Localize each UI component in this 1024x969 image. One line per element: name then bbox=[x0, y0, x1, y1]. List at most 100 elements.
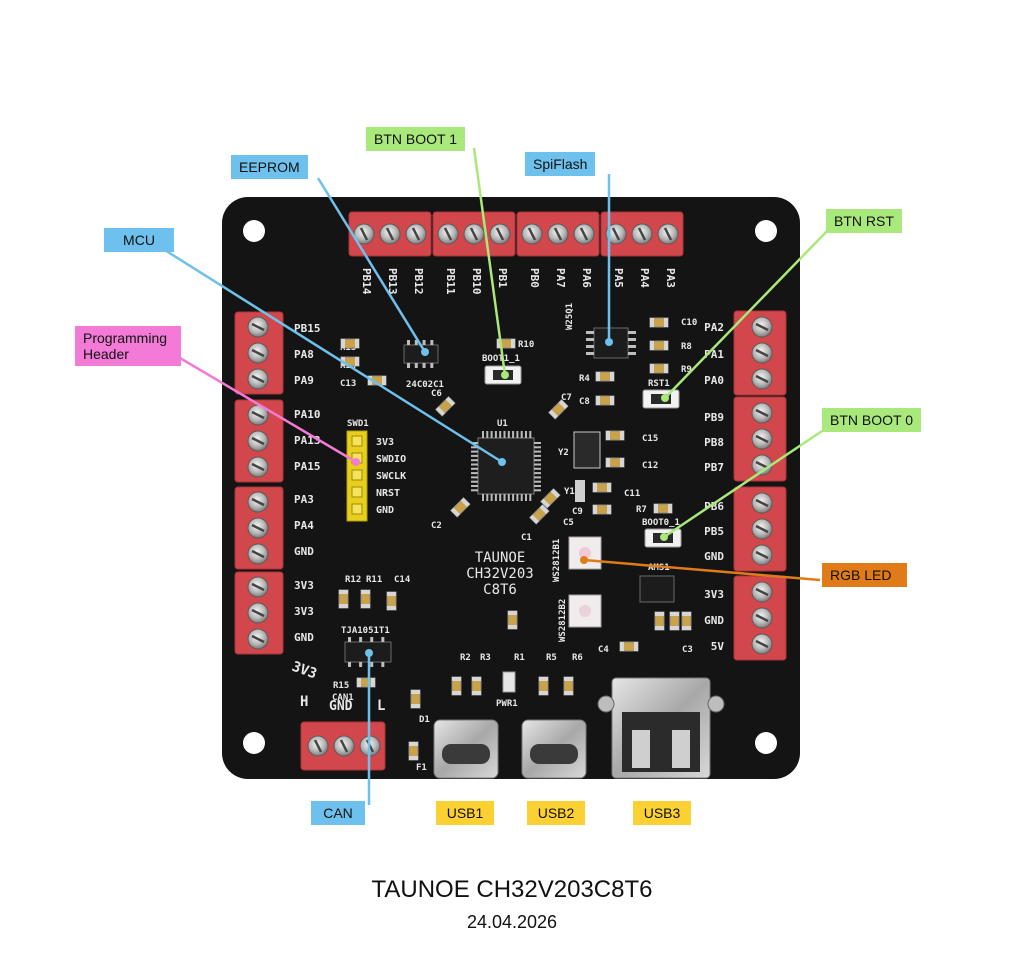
pwr-label: PWR1 bbox=[496, 699, 518, 709]
callout-rgb-led: RGB LED bbox=[822, 563, 907, 587]
passive-component bbox=[595, 371, 615, 382]
passive-cap bbox=[452, 677, 461, 681]
ams-regulator bbox=[639, 575, 675, 603]
screw-slot bbox=[755, 374, 769, 384]
chip-pin bbox=[414, 340, 418, 345]
passive-cap bbox=[682, 612, 691, 616]
swd-label: NRST bbox=[376, 488, 400, 499]
pin-label-left: PA8 bbox=[294, 348, 314, 361]
passive-cap bbox=[411, 704, 420, 708]
screw-slot bbox=[251, 462, 265, 472]
screw-slot bbox=[251, 436, 265, 446]
passive-cap bbox=[650, 318, 654, 327]
passive-cap bbox=[610, 396, 614, 405]
mcu-pin bbox=[471, 454, 478, 457]
leader-btn-boot0 bbox=[663, 429, 823, 539]
screw-slot bbox=[251, 608, 265, 618]
board-chip-name: TAUNOE bbox=[475, 550, 526, 566]
passive-cap bbox=[355, 339, 359, 348]
chip-pin bbox=[359, 637, 363, 642]
passive-cap bbox=[593, 505, 597, 514]
components bbox=[338, 317, 725, 779]
screw-slot bbox=[385, 227, 395, 241]
mcu-pin bbox=[534, 480, 541, 483]
passive-cap bbox=[668, 504, 672, 513]
passive-component bbox=[605, 457, 625, 468]
usb-c-port bbox=[530, 744, 578, 764]
mcu-pin bbox=[520, 494, 523, 501]
passive-component bbox=[592, 482, 612, 493]
swd-label: GND bbox=[376, 505, 394, 516]
component-ref: R12 bbox=[345, 575, 361, 585]
passive-cap bbox=[339, 604, 348, 608]
mcu-pin bbox=[499, 431, 502, 438]
component-ref: C3 bbox=[682, 645, 693, 655]
chip-pin bbox=[628, 331, 636, 334]
pin-label-top: PB13 bbox=[386, 268, 399, 295]
passive-cap bbox=[341, 339, 345, 348]
passive-component bbox=[360, 589, 371, 609]
passive-cap bbox=[387, 606, 396, 610]
passive-cap bbox=[655, 612, 664, 616]
screw-slot bbox=[579, 227, 589, 241]
screw-slot bbox=[251, 410, 265, 420]
pin-label-left: PA9 bbox=[294, 374, 314, 387]
footer-date: 24.04.2026 bbox=[466, 912, 558, 932]
passive-component bbox=[538, 676, 549, 696]
mcu-pin bbox=[534, 446, 541, 449]
usb-c-port bbox=[442, 744, 490, 764]
passive-component bbox=[592, 504, 612, 515]
swd-pin bbox=[351, 486, 363, 498]
led1-label: WS2812B1 bbox=[552, 539, 562, 582]
can-ref: CAN1 bbox=[332, 693, 354, 703]
screw-slot bbox=[755, 498, 769, 508]
passive-cap bbox=[670, 612, 679, 616]
screw-slot bbox=[755, 550, 769, 560]
component-ref: R9 bbox=[681, 365, 692, 375]
board-chip-name: C8T6 bbox=[483, 582, 517, 598]
passive-component bbox=[649, 317, 669, 328]
passive-cap bbox=[409, 756, 418, 760]
component-ref: C5 bbox=[563, 518, 574, 528]
pin-label-top: PB14 bbox=[360, 268, 373, 295]
rst-label: RST1 bbox=[648, 379, 670, 389]
passive-cap bbox=[450, 507, 461, 517]
passive-component bbox=[540, 488, 561, 509]
screw-slot bbox=[755, 434, 769, 444]
screw-slot bbox=[755, 639, 769, 649]
passive-cap bbox=[564, 677, 573, 681]
mcu-pin bbox=[534, 485, 541, 487]
pin-label-left: PA15 bbox=[294, 460, 321, 473]
terminal-blocks bbox=[234, 211, 787, 771]
screw-slot bbox=[313, 739, 323, 753]
passive-cap bbox=[508, 625, 517, 629]
passive-cap bbox=[607, 483, 611, 492]
component-ref: R7 bbox=[636, 505, 647, 515]
chip-pin bbox=[422, 363, 426, 368]
screw-slot bbox=[527, 227, 537, 241]
passive-cap bbox=[445, 396, 455, 406]
passive-component bbox=[529, 504, 550, 525]
passive-cap bbox=[620, 642, 624, 651]
chip-pin bbox=[407, 340, 410, 345]
can-chip-label: TJA1051T1 bbox=[341, 626, 390, 636]
mcu-pin bbox=[471, 476, 478, 479]
component-ref: Y1 bbox=[564, 487, 575, 497]
rgb-led-lens bbox=[579, 547, 591, 559]
passive-cap bbox=[540, 498, 550, 508]
pin-label-top: PA7 bbox=[554, 268, 567, 288]
screw-slot bbox=[755, 613, 769, 623]
passive-component bbox=[496, 338, 516, 349]
mcu-pin bbox=[499, 494, 502, 501]
component-ref: D1 bbox=[419, 715, 430, 725]
pin-label-right: PB8 bbox=[704, 436, 724, 449]
swd-pin bbox=[351, 469, 363, 481]
callout-btn-boot0: BTN BOOT 0 bbox=[822, 408, 921, 432]
mcu-pin bbox=[471, 472, 478, 475]
passive-component bbox=[654, 611, 665, 631]
passive-cap bbox=[610, 372, 614, 381]
mcu-pin bbox=[534, 476, 541, 479]
pin-label-right: PB6 bbox=[704, 500, 724, 513]
usb-a-lug bbox=[597, 695, 615, 713]
